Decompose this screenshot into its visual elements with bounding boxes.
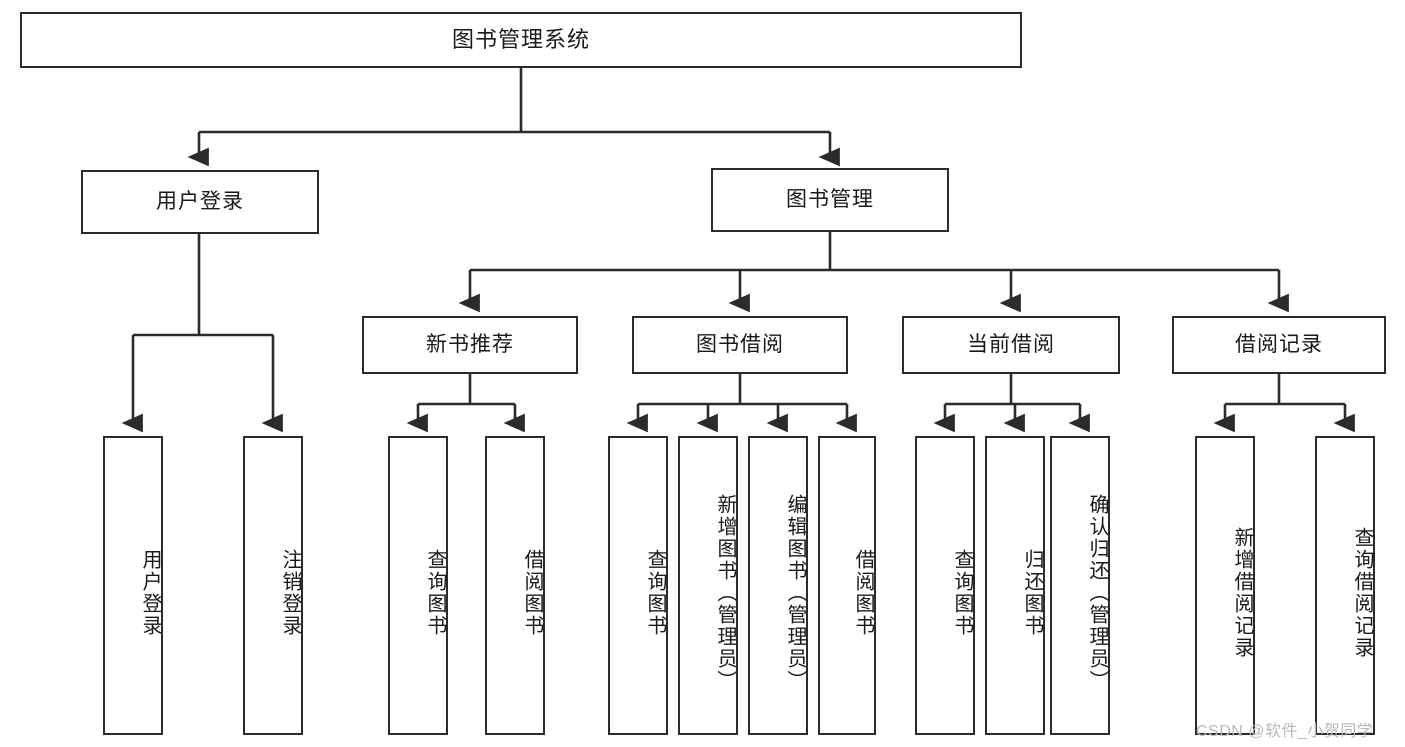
node-new-book-recommend[interactable]: 新书推荐 <box>362 316 578 374</box>
node-leaf-return-book[interactable]: 归还图书 <box>985 436 1045 735</box>
node-leaf-edit-book-admin[interactable]: 编辑图书（管理员） <box>748 436 808 735</box>
node-root-system[interactable]: 图书管理系统 <box>20 12 1022 68</box>
node-leaf-add-borrow-record[interactable]: 新增借阅记录 <box>1195 436 1255 735</box>
node-book-manage[interactable]: 图书管理 <box>711 168 949 232</box>
node-leaf-query-book-rec[interactable]: 查询图书 <box>388 436 448 735</box>
edges-currentborrow-to-leaves <box>933 374 1090 433</box>
edges-root-to-level2 <box>187 68 840 167</box>
edges-bookmanage-to-level3 <box>458 232 1289 313</box>
node-leaf-query-borrow-record[interactable]: 查询借阅记录 <box>1315 436 1375 735</box>
edges-newbook-to-leaves <box>406 374 525 433</box>
edges-bookborrow-to-leaves <box>626 374 857 433</box>
node-borrow-record[interactable]: 借阅记录 <box>1172 316 1386 374</box>
node-book-borrow[interactable]: 图书借阅 <box>632 316 848 374</box>
csdn-watermark: CSDN @软件_小贺同学 <box>1196 723 1374 740</box>
node-leaf-add-book-admin[interactable]: 新增图书（管理员） <box>678 436 738 735</box>
node-current-borrow[interactable]: 当前借阅 <box>902 316 1120 374</box>
node-leaf-user-logout[interactable]: 注销登录 <box>243 436 303 735</box>
node-leaf-query-book-current[interactable]: 查询图书 <box>915 436 975 735</box>
node-user-login[interactable]: 用户登录 <box>81 170 319 234</box>
edges-borrowrecord-to-leaves <box>1213 374 1355 433</box>
node-leaf-user-login[interactable]: 用户登录 <box>103 436 163 735</box>
node-leaf-borrow-book[interactable]: 借阅图书 <box>818 436 876 735</box>
node-leaf-borrow-book-rec[interactable]: 借阅图书 <box>485 436 545 735</box>
node-leaf-query-book-borrow[interactable]: 查询图书 <box>608 436 668 735</box>
node-leaf-confirm-return-admin[interactable]: 确认归还（管理员） <box>1050 436 1110 735</box>
edges-booklogin-to-leaves <box>121 234 283 433</box>
